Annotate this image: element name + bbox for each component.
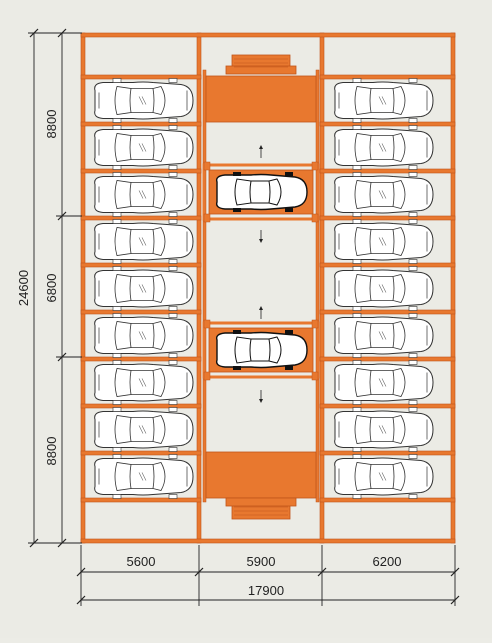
tick	[76, 567, 86, 577]
car-icon	[334, 125, 434, 170]
right-beam-4	[319, 262, 456, 268]
tick	[450, 595, 460, 605]
car-icon	[94, 125, 194, 170]
center-rail-right	[315, 69, 320, 503]
arrow-down-icon-head	[259, 399, 263, 403]
car-icon	[94, 78, 194, 123]
dim-total-height: 24600	[16, 270, 31, 306]
dimension-lines	[28, 28, 460, 606]
right-beam-7	[319, 403, 456, 409]
right-beam-2	[319, 168, 456, 174]
frame-post-0	[80, 32, 86, 544]
lift-corner	[311, 213, 319, 223]
tick	[29, 28, 39, 38]
car-icon	[334, 172, 434, 217]
arrow-down-icon-head	[259, 239, 263, 243]
right-beam-3	[319, 215, 456, 221]
center-rail-left	[202, 69, 207, 503]
right-beam-1	[319, 121, 456, 127]
lift-corner	[311, 319, 319, 329]
lift-corner	[203, 161, 211, 171]
arrow-up-icon-head	[259, 145, 263, 149]
tick	[57, 28, 67, 38]
lift-car-icon	[215, 329, 308, 371]
lift-corner	[203, 213, 211, 223]
car-icon	[94, 360, 194, 405]
tick	[57, 352, 67, 362]
lift-corner	[203, 371, 211, 381]
frame-post-1	[196, 32, 202, 544]
dim-left-bay: 5600	[127, 554, 156, 569]
right-beam-8	[319, 450, 456, 456]
bottom-drive-base	[225, 497, 297, 507]
top-drive-base	[225, 65, 297, 75]
arrow-up-icon-head	[259, 306, 263, 310]
car-icon	[94, 313, 194, 358]
lift-platforms	[202, 54, 320, 520]
dim-center-bay: 5900	[247, 554, 276, 569]
tick	[194, 567, 204, 577]
car-icon	[94, 172, 194, 217]
lift-frame-2	[202, 321, 320, 379]
left-beam-3	[80, 215, 202, 221]
right-beam-9	[319, 497, 456, 503]
bottom-platform	[205, 451, 317, 499]
left-beam-5	[80, 309, 202, 315]
tick	[76, 595, 86, 605]
left-beam-8	[80, 450, 202, 456]
left-beam-1	[80, 121, 202, 127]
dim-top-section: 8800	[44, 110, 59, 139]
tick	[29, 538, 39, 548]
lift-corner	[311, 161, 319, 171]
tick	[450, 567, 460, 577]
lift-corner	[203, 319, 211, 329]
car-icon	[334, 360, 434, 405]
tick	[317, 567, 327, 577]
left-beam-4	[80, 262, 202, 268]
car-icon	[94, 219, 194, 264]
car-icon	[334, 454, 434, 499]
car-icon	[334, 407, 434, 452]
car-icon	[334, 78, 434, 123]
left-beam-9	[80, 497, 202, 503]
dim-middle-section: 6800	[44, 274, 59, 303]
rack-frames	[80, 32, 456, 544]
frame-post-2	[319, 32, 325, 544]
car-icon	[94, 454, 194, 499]
car-icon	[94, 266, 194, 311]
car-icon	[334, 266, 434, 311]
left-beam-6	[80, 356, 202, 362]
left-beam-7	[80, 403, 202, 409]
car-icon	[334, 219, 434, 264]
top-platform	[205, 75, 317, 123]
frame-bottom-beam	[80, 538, 456, 544]
right-beam-5	[319, 309, 456, 315]
right-beam-6	[319, 356, 456, 362]
dim-total-width: 17900	[248, 583, 284, 598]
dim-bottom-section: 8800	[44, 437, 59, 466]
left-beam-2	[80, 168, 202, 174]
lift-frame-1	[202, 163, 320, 221]
frame-post-3	[450, 32, 456, 544]
tick	[57, 538, 67, 548]
lift-car-icon	[215, 171, 308, 213]
parked-cars	[94, 78, 434, 499]
lift-corner	[311, 371, 319, 381]
right-beam-0	[319, 74, 456, 80]
left-beam-0	[80, 74, 202, 80]
frame-top-beam	[80, 32, 456, 38]
dim-right-bay: 6200	[373, 554, 402, 569]
car-icon	[94, 407, 194, 452]
tick	[57, 211, 67, 221]
car-icon	[334, 313, 434, 358]
